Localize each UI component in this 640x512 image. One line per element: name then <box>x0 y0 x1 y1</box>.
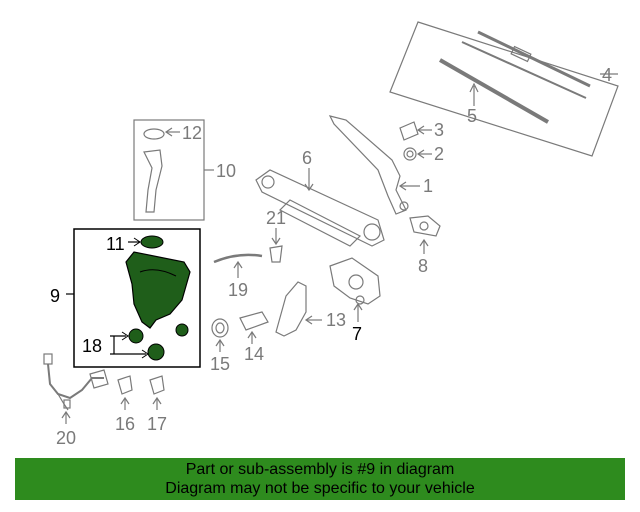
callout-6[interactable]: 6 <box>302 148 312 168</box>
callout-21[interactable]: 21 <box>266 208 286 228</box>
arrow-19 <box>233 260 243 269</box>
washer-reservoir <box>125 251 191 329</box>
clip-hose-group <box>213 228 283 278</box>
callout-9[interactable]: 9 <box>50 286 60 306</box>
wiper-motor-group <box>329 257 381 322</box>
arm-cap <box>399 121 419 141</box>
wiper-blade-group <box>389 21 619 157</box>
callout-11[interactable]: 11 <box>106 234 125 254</box>
reservoir-group <box>66 228 201 368</box>
banner-line-1: Part or sub-assembly is #9 in diagram <box>185 461 455 478</box>
grommet-15 <box>211 318 229 338</box>
callout-14[interactable]: 14 <box>244 344 264 364</box>
wiper-blade-top <box>477 30 591 88</box>
hose-clip <box>269 245 283 263</box>
arrow-8 <box>419 238 429 247</box>
callout-4[interactable]: 4 <box>602 65 612 85</box>
callout-5[interactable]: 5 <box>467 106 477 126</box>
banner-line-2: Diagram may not be specific to your vehi… <box>165 480 475 497</box>
reservoir-cap <box>140 235 164 249</box>
wiper-blade-clip <box>510 45 532 63</box>
callout-15[interactable]: 15 <box>210 354 230 374</box>
filler-cap <box>143 128 165 140</box>
filler-neck-group <box>133 119 214 221</box>
callout-18[interactable]: 18 <box>82 336 102 356</box>
washer-nozzle <box>239 311 269 331</box>
arm-nut <box>403 147 417 161</box>
washer-hose <box>213 253 263 264</box>
reservoir-highlight-box <box>73 228 201 368</box>
wiper-arm <box>328 115 407 215</box>
cap-nut-group <box>399 121 432 161</box>
arrow-16 <box>120 396 130 405</box>
wire-harness <box>47 363 104 400</box>
clip-16 <box>117 375 133 395</box>
callout-20[interactable]: 20 <box>56 428 76 448</box>
callout-12[interactable]: 12 <box>182 123 202 143</box>
callout-17[interactable]: 17 <box>147 414 167 434</box>
arrow-17 <box>152 396 162 405</box>
wiper-arm-group <box>328 115 420 215</box>
leader-18 <box>110 335 146 355</box>
linkage-bar <box>255 169 385 247</box>
arrow-12 <box>164 127 173 137</box>
wiper-blade-lower <box>439 58 549 124</box>
callout-1[interactable]: 1 <box>423 176 433 196</box>
callout-10[interactable]: 10 <box>216 161 236 181</box>
washer-pump-upper <box>128 328 144 344</box>
arrow-15 <box>215 338 225 347</box>
washer-pump-lower <box>147 343 165 361</box>
arrow-13 <box>304 315 313 325</box>
wiper-blade-mid <box>461 41 587 99</box>
wiper-blade-box <box>389 21 619 157</box>
wiper-motor <box>329 257 381 305</box>
wiper-linkage-group <box>255 168 385 247</box>
arrow-11 <box>133 237 141 247</box>
callout-13[interactable]: 13 <box>326 310 346 330</box>
info-banner: Part or sub-assembly is #9 in diagram Di… <box>15 458 625 500</box>
arrow-1 <box>398 181 407 191</box>
cowl-cover <box>275 281 307 337</box>
callout-2[interactable]: 2 <box>434 144 444 164</box>
bracket-group <box>409 215 441 254</box>
washer-grommet <box>175 323 189 337</box>
small-parts-group <box>211 281 322 352</box>
arrow-3 <box>416 125 425 135</box>
wiper-arm-pivot <box>399 201 409 211</box>
arrow-2 <box>416 149 425 159</box>
callout-7[interactable]: 7 <box>352 324 362 344</box>
filler-neck <box>143 149 163 213</box>
linkage-rod <box>278 199 362 247</box>
callout-8[interactable]: 8 <box>418 256 428 276</box>
arrow-7 <box>353 302 363 311</box>
callout-16[interactable]: 16 <box>115 414 135 434</box>
arrow-20 <box>61 410 71 419</box>
harness-group <box>43 353 165 424</box>
arrow-21 <box>271 237 281 246</box>
arrow-6 <box>304 183 314 192</box>
clip-17 <box>149 375 165 395</box>
arrow-5 <box>469 82 479 93</box>
callout-3[interactable]: 3 <box>434 120 444 140</box>
pivot-bracket <box>409 215 441 237</box>
arrow-14 <box>247 330 257 339</box>
callout-19[interactable]: 19 <box>228 280 248 300</box>
